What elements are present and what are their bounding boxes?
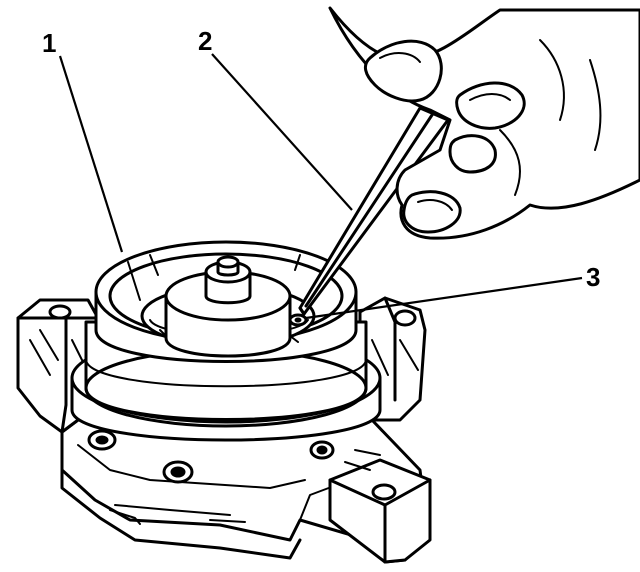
callout-label-1: 1 <box>42 28 56 58</box>
callout-1: 1 <box>42 28 124 253</box>
leader-line-1 <box>58 55 124 253</box>
callout-3: 3 <box>305 262 600 320</box>
callout-label-3: 3 <box>586 262 600 292</box>
callout-label-2: 2 <box>198 26 212 56</box>
leader-line-2 <box>211 53 353 211</box>
callout-2: 2 <box>198 26 353 211</box>
base-bolts <box>87 429 335 484</box>
hand <box>328 6 640 240</box>
center-hub <box>164 255 292 358</box>
retaining-ring <box>288 313 308 327</box>
lower-right-mounting-ear <box>328 449 432 564</box>
leader-line-3 <box>305 276 583 320</box>
